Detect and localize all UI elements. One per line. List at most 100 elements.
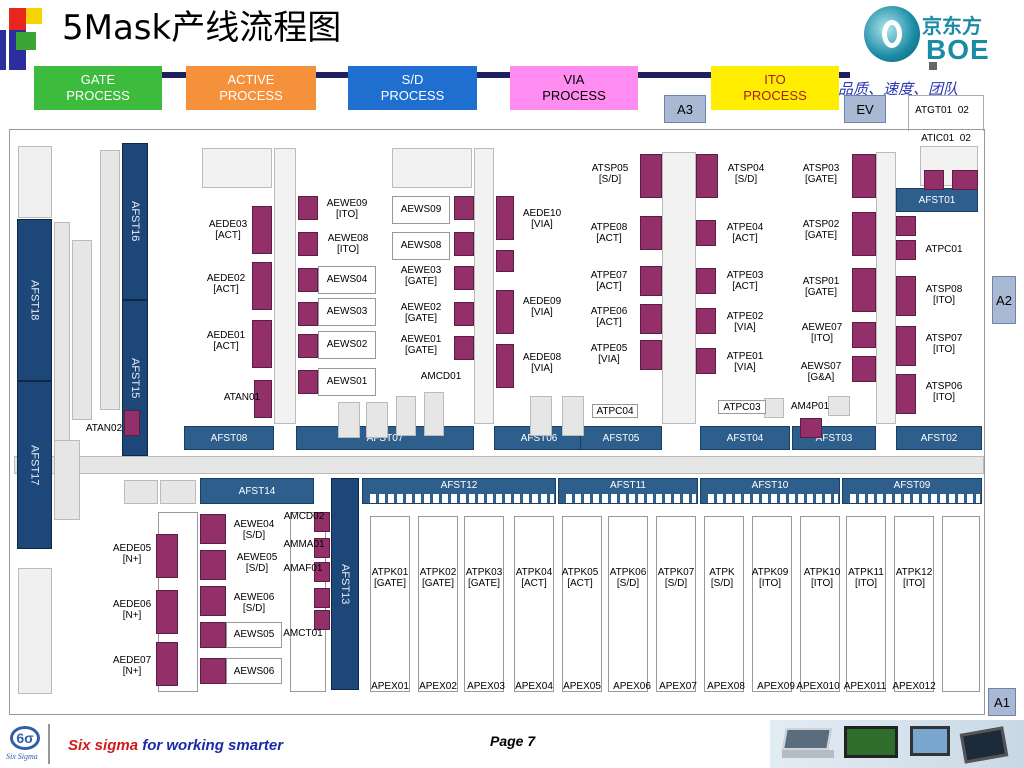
equipment-aews08: AEWS08 bbox=[400, 240, 442, 251]
equipment-unit bbox=[454, 232, 474, 256]
equipment-unit bbox=[640, 304, 662, 334]
equipment-unit bbox=[298, 334, 318, 358]
equipment-aews07: AEWS07 [G&A] bbox=[800, 361, 842, 383]
atpk-bay bbox=[704, 516, 744, 692]
atpk-08: ATPK [S/D] bbox=[709, 567, 735, 589]
equipment-aews06: AEWS06 bbox=[233, 666, 275, 677]
equipment-unit bbox=[454, 302, 474, 326]
equipment-atpe08: ATPE08 [ACT] bbox=[590, 222, 628, 244]
stocker-afst14-label: AFST14 bbox=[238, 485, 276, 497]
equipment-aede07: AEDE07 [N+] bbox=[112, 655, 152, 677]
page-title: 5Mask产线流程图 bbox=[62, 8, 342, 48]
stocker-afst02-label: AFST02 bbox=[920, 432, 958, 444]
loadport bbox=[828, 396, 850, 416]
equipment-atpc01: ATPC01 bbox=[925, 244, 963, 255]
apex-01: APEX01 bbox=[371, 681, 409, 692]
atpk-02: ATPK02 [GATE] bbox=[419, 567, 457, 589]
stocker-afst15-label: AFST15 bbox=[129, 357, 141, 399]
boe-logo: 京东方 BOE bbox=[864, 6, 1014, 70]
equipment-aewe03: AEWE03 [GATE] bbox=[400, 265, 442, 287]
apex-04: APEX04 bbox=[515, 681, 553, 692]
apex-07: APEX07 bbox=[659, 681, 697, 692]
atpk-bay bbox=[656, 516, 696, 692]
equipment-aews09: AEWS09 bbox=[400, 204, 442, 215]
stocker-afst04 bbox=[700, 426, 790, 450]
equipment-am4p01: AM4P01 bbox=[790, 401, 830, 412]
equipment-unit bbox=[252, 206, 272, 254]
equipment-unit bbox=[298, 268, 318, 292]
storage-column bbox=[18, 568, 52, 694]
atpk-bay bbox=[562, 516, 602, 692]
atpk-05: ATPK05 [ACT] bbox=[561, 567, 599, 589]
equipment-unit bbox=[496, 250, 514, 272]
equipment-unit bbox=[800, 418, 822, 438]
apex-09: APEX09 bbox=[757, 681, 795, 692]
conveyor-bay bbox=[14, 456, 984, 474]
equipment-atsp04: ATSP04 [S/D] bbox=[727, 163, 765, 185]
sd-process-label: S/D PROCESS bbox=[348, 66, 477, 110]
equipment-unit bbox=[454, 336, 474, 360]
fab-extension bbox=[908, 95, 984, 131]
loadport bbox=[562, 396, 584, 436]
page-number: Page 7 bbox=[490, 733, 536, 749]
equipment-unit bbox=[896, 216, 916, 236]
stocker-afst13-label: AFST13 bbox=[339, 563, 351, 605]
tablet-image bbox=[959, 726, 1009, 764]
equipment-unit bbox=[640, 154, 662, 198]
equipment-atgt01: ATGT01 02 bbox=[915, 105, 969, 116]
equipment-unit bbox=[496, 290, 514, 334]
equipment-atpe02: ATPE02 [VIA] bbox=[726, 311, 764, 333]
equipment-unit bbox=[454, 196, 474, 220]
atpk-bay bbox=[464, 516, 504, 692]
equipment-atsp01: ATSP01 [GATE] bbox=[802, 276, 840, 298]
equipment-aewe01: AEWE01 [GATE] bbox=[400, 334, 442, 356]
equipment-unit bbox=[252, 320, 272, 368]
equipment-aede10: AEDE10 [VIA] bbox=[522, 208, 562, 230]
equipment-unit bbox=[200, 622, 226, 648]
stocker-afst17 bbox=[17, 381, 52, 549]
atpk-09: ATPK09 [ITO] bbox=[751, 567, 789, 589]
equipment-unit bbox=[896, 276, 916, 316]
equipment-aewe07: AEWE07 [ITO] bbox=[801, 322, 843, 344]
equipment-unit bbox=[200, 514, 226, 544]
atpk-bay bbox=[800, 516, 840, 692]
bay-column bbox=[662, 152, 696, 424]
bay-column bbox=[124, 480, 158, 504]
equipment-unit bbox=[200, 550, 226, 580]
apex-10: APEX010 bbox=[796, 681, 840, 692]
equipment-unit bbox=[124, 410, 140, 436]
active-process-label: ACTIVE PROCESS bbox=[186, 66, 316, 110]
equipment-atan02: ATAN02 bbox=[85, 423, 123, 434]
stocker-port-strip bbox=[566, 494, 696, 503]
area-tag-a2: A2 bbox=[992, 276, 1016, 324]
equipment-atpe07: ATPE07 [ACT] bbox=[590, 270, 628, 292]
equipment-atsp05: ATSP05 [S/D] bbox=[591, 163, 629, 185]
area-tag-a3: A3 bbox=[664, 95, 706, 123]
aews04-box bbox=[318, 266, 376, 294]
equipment-atpe06: ATPE06 [ACT] bbox=[590, 306, 628, 328]
stocker-afst05-label: AFST05 bbox=[602, 432, 640, 444]
footer-rest: for working smarter bbox=[138, 737, 284, 754]
aews02-box bbox=[318, 331, 376, 359]
loadport bbox=[424, 392, 444, 436]
equipment-aewe09: AEWE09 [ITO] bbox=[326, 198, 368, 220]
tv-image bbox=[844, 726, 898, 758]
storage-column bbox=[54, 222, 70, 452]
equipment-aede08: AEDE08 [VIA] bbox=[522, 352, 562, 374]
apex-05: APEX05 bbox=[563, 681, 601, 692]
stocker-afst03-label: AFST03 bbox=[815, 432, 853, 444]
equipment-atpe01: ATPE01 [VIA] bbox=[726, 351, 764, 373]
equipment-amct01: AMCT01 bbox=[283, 628, 323, 639]
equipment-aede02: AEDE02 [ACT] bbox=[206, 273, 246, 295]
equipment-aede01: AEDE01 [ACT] bbox=[206, 330, 246, 352]
atpk-bay bbox=[846, 516, 886, 692]
aews06-box bbox=[226, 658, 282, 684]
equipment-atpc04: ATPC04 bbox=[596, 406, 634, 417]
equipment-aewe05: AEWE05 [S/D] bbox=[236, 552, 278, 574]
atpk-06: ATPK06 [S/D] bbox=[609, 567, 647, 589]
equipment-unit bbox=[496, 196, 514, 240]
equipment-atpe05: ATPE05 [VIA] bbox=[590, 343, 628, 365]
stocker-afst05 bbox=[580, 426, 662, 450]
equipment-amcd02: AMCD02 bbox=[283, 511, 325, 522]
loadport bbox=[366, 402, 388, 438]
